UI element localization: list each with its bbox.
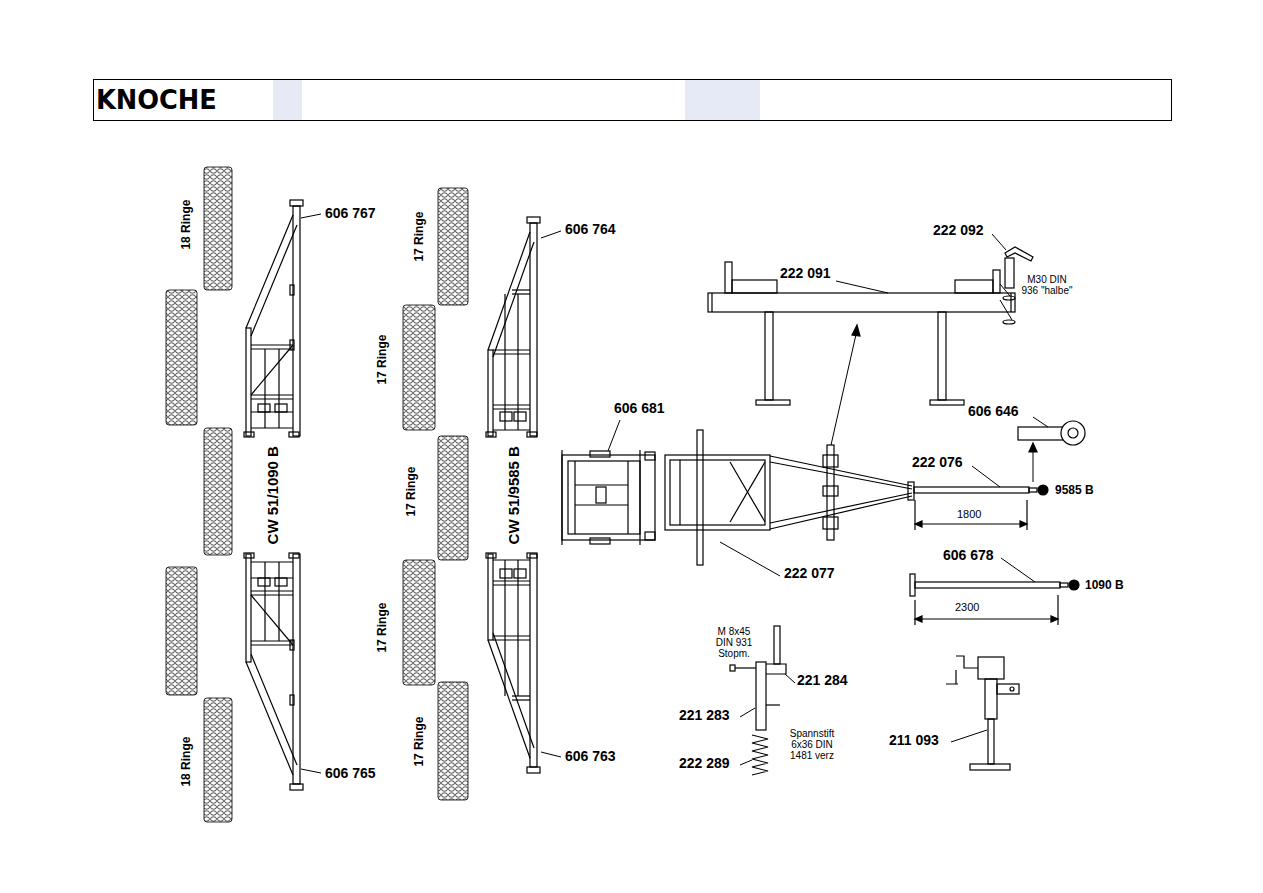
dimension: 1800 <box>957 508 981 520</box>
header-panel <box>685 80 760 120</box>
part-number: 221 283 <box>679 708 730 723</box>
part-number: 211 093 <box>889 733 939 748</box>
ring-count: 18 Ringe <box>180 200 193 250</box>
ring-count: 17 Ringe <box>413 212 426 262</box>
wing-frame <box>486 217 540 437</box>
drawbar-eye <box>1018 421 1085 482</box>
support-jack <box>946 656 1019 770</box>
part-number: 606 681 <box>614 401 665 416</box>
part-number: 222 076 <box>912 455 963 470</box>
model-name: 9585 B <box>1055 484 1094 497</box>
hardware-note: M 8x45 DIN 931 Stopm. <box>709 626 759 659</box>
main-frame <box>665 430 914 565</box>
part-number: 222 077 <box>784 566 835 581</box>
coupling-frame <box>562 450 655 545</box>
wing-frame <box>486 553 540 773</box>
part-number: 606 678 <box>943 548 994 563</box>
part-number: 222 289 <box>679 756 730 771</box>
stand <box>708 247 1033 445</box>
drawbar <box>914 485 1048 530</box>
model-name: 1090 B <box>1085 579 1124 592</box>
part-number: 606 767 <box>325 206 376 221</box>
part-number: 221 284 <box>797 673 848 688</box>
ring-count: 18 Ringe <box>180 737 193 787</box>
brand-logo: KNOCHE <box>94 80 219 118</box>
ring-count: 17 Ringe <box>376 603 389 653</box>
part-number: 606 765 <box>325 766 376 781</box>
part-number: 222 092 <box>933 223 984 238</box>
drawbar <box>910 574 1079 625</box>
hardware-note: M30 DIN 936 "halbe" <box>1021 274 1073 296</box>
part-number: 606 763 <box>565 749 616 764</box>
header-box: KNOCHE <box>93 79 1172 121</box>
ring-count: 17 Ringe <box>376 335 389 385</box>
part-number: 222 091 <box>780 266 831 281</box>
ring-stacks <box>166 167 468 822</box>
model-name: CW 51/1090 B <box>265 446 282 544</box>
hardware-note: Spannstift 6x36 DIN 1481 verz <box>784 728 840 761</box>
wing-frame <box>244 200 303 437</box>
wing-frame <box>244 553 303 790</box>
dimension: 2300 <box>955 601 979 613</box>
model-name: CW 51/9585 B <box>506 446 523 544</box>
leader-lines <box>301 214 1048 773</box>
part-number: 606 764 <box>565 222 616 237</box>
header-panel <box>273 80 302 120</box>
ring-count: 17 Ringe <box>413 717 426 767</box>
part-number: 606 646 <box>968 404 1019 419</box>
ring-count: 17 Ringe <box>405 467 418 517</box>
